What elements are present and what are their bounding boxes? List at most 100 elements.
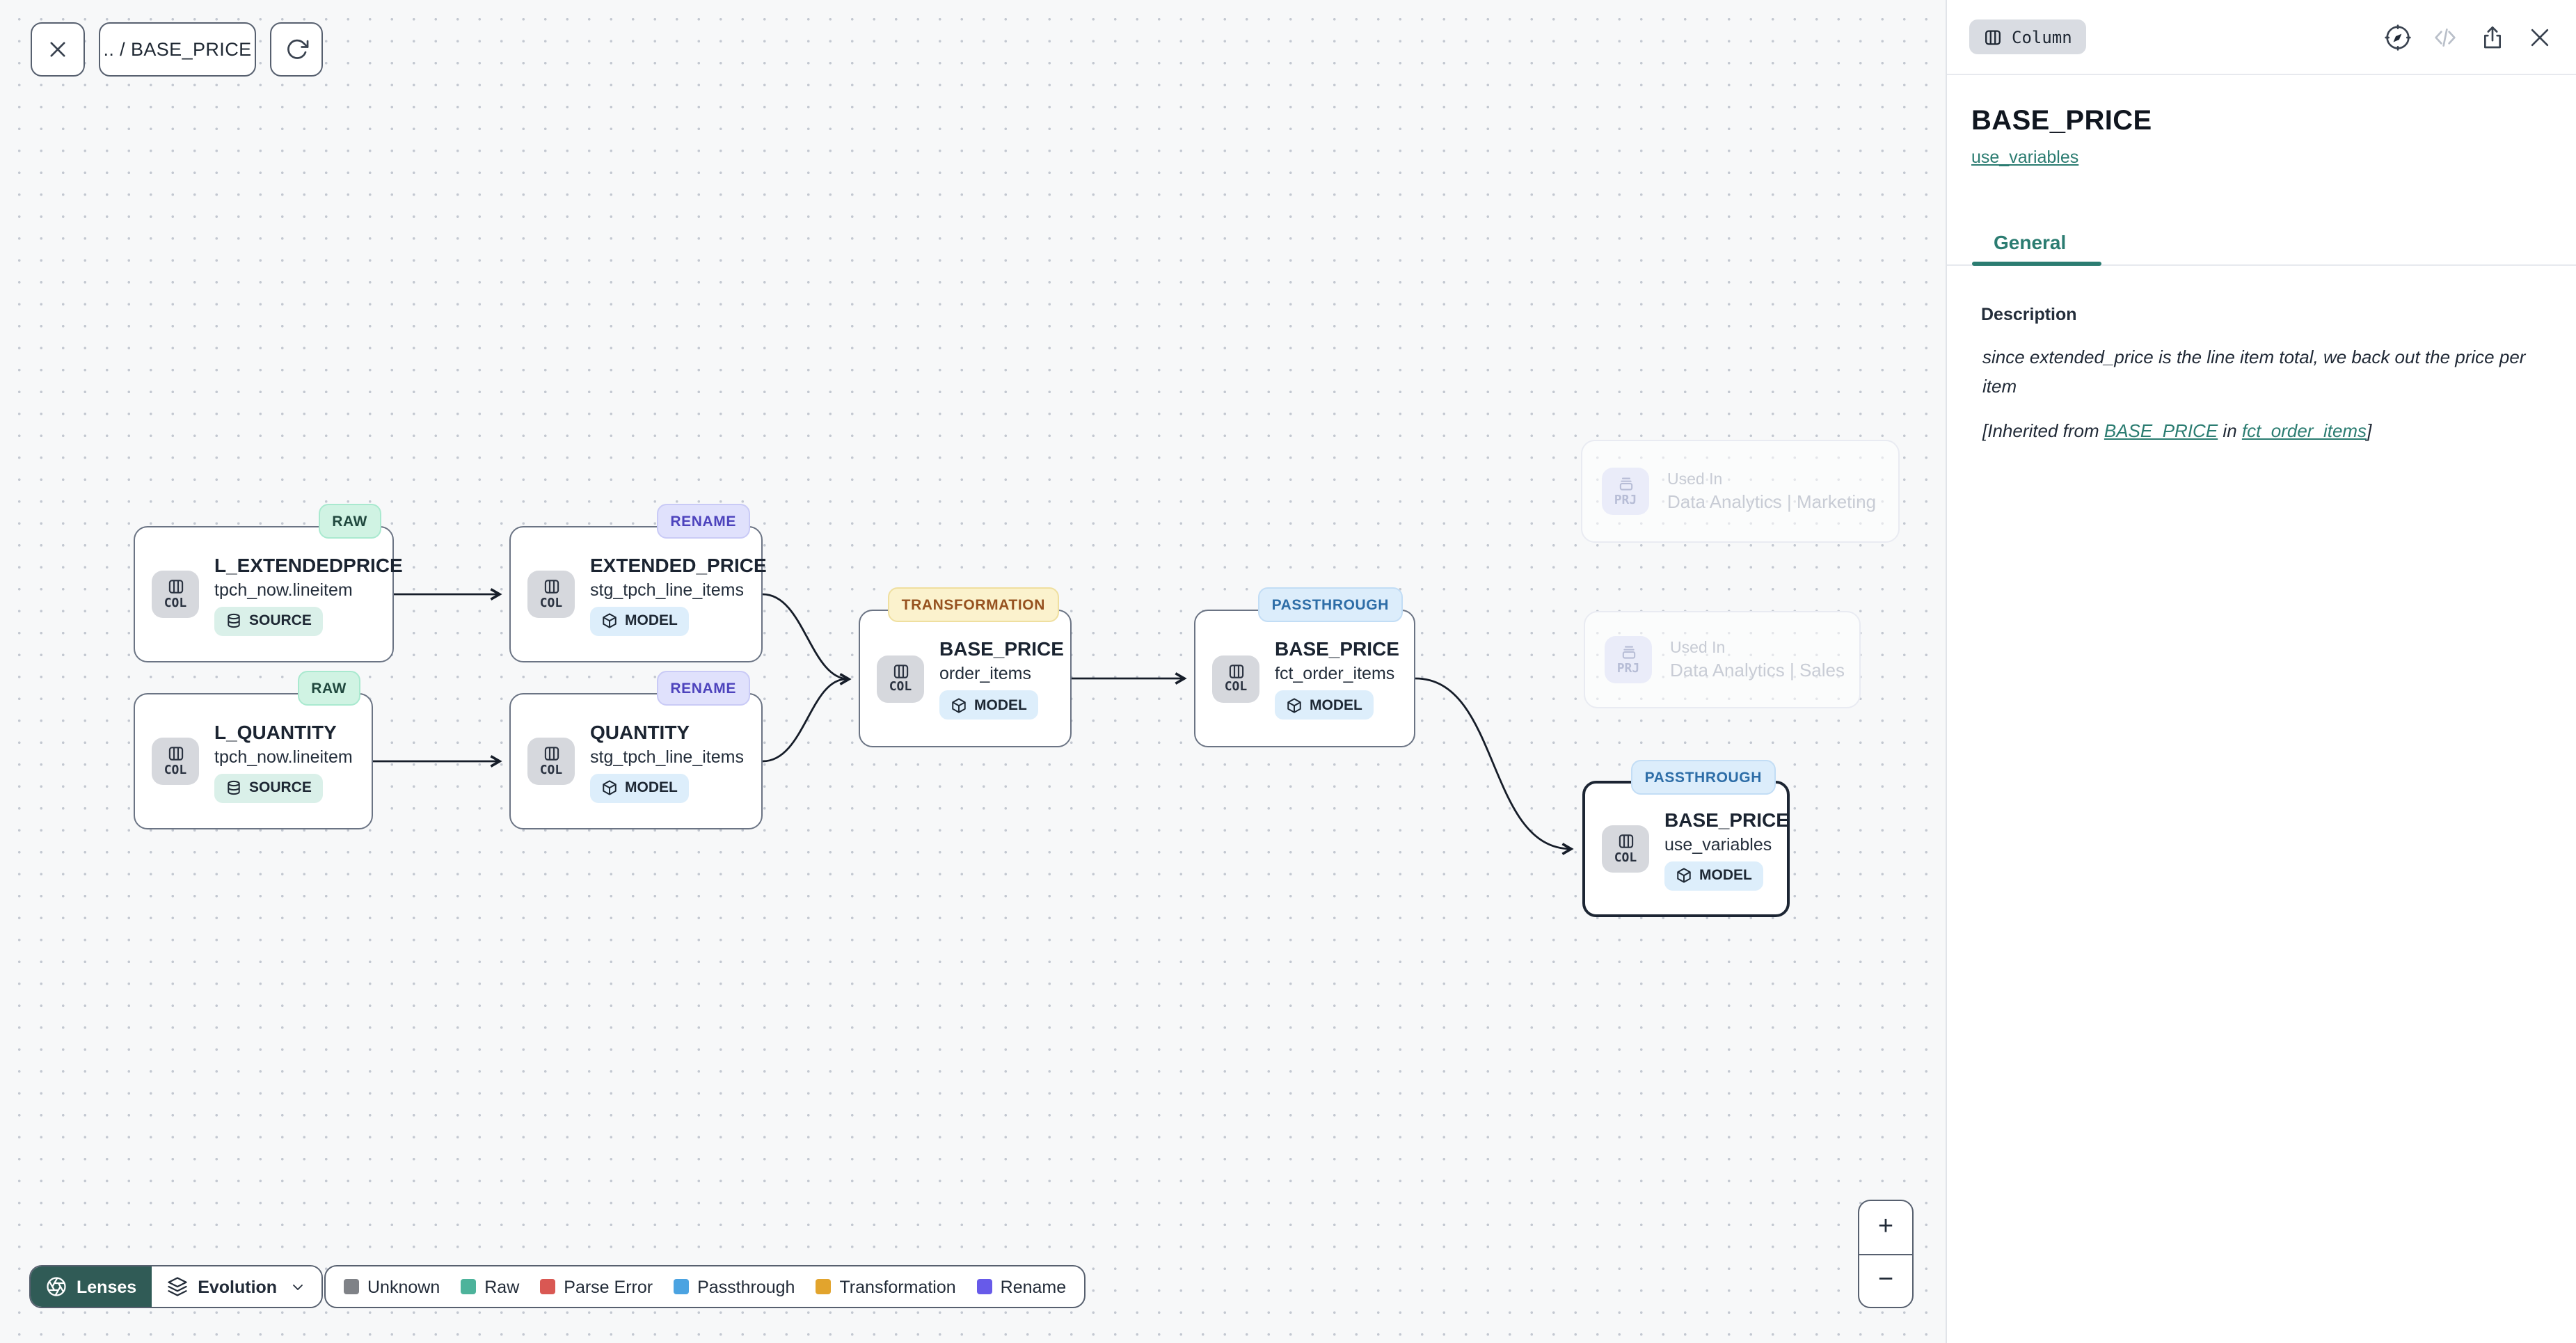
tag-label: MODEL [1699, 867, 1752, 884]
legend-swatch [816, 1279, 832, 1294]
node-title: QUANTITY [590, 720, 690, 742]
legend-label: Transformation [839, 1277, 956, 1296]
cube-icon [1676, 867, 1692, 884]
used-in-card-sales[interactable]: PRJ Used In Data Analytics | Sales [1584, 611, 1861, 708]
inherited-column-link[interactable]: BASE_PRICE [2104, 420, 2218, 441]
legend-item: Transformation [816, 1277, 956, 1296]
lens-badge: PASSTHROUGH [1257, 587, 1403, 622]
lineage-canvas[interactable]: .. / BASE_PRICE RAW COL L_EXTENDEDPRICE … [0, 0, 1945, 1343]
node-subtitle: use_variables [1664, 834, 1772, 854]
lens-badge: RENAME [656, 504, 750, 539]
legend-item: Rename [976, 1277, 1066, 1296]
legend-swatch [674, 1279, 690, 1294]
kind-label: COL [1224, 681, 1248, 695]
node-l-extendedprice[interactable]: RAW COL L_EXTENDEDPRICE tpch_now.lineite… [134, 504, 403, 662]
node-quantity[interactable]: RENAME COL QUANTITY stg_tpch_line_items … [509, 671, 763, 829]
columns-icon [542, 578, 560, 596]
project-kind-box: PRJ [1602, 468, 1649, 515]
columns-icon [166, 578, 184, 596]
zoom-in-button[interactable]: + [1877, 1211, 1894, 1241]
node-subtitle: tpch_now.lineitem [214, 580, 353, 599]
description-heading: Description [1981, 305, 2077, 324]
close-lineage-button[interactable] [31, 22, 85, 77]
legend-item: Parse Error [540, 1277, 653, 1296]
inherited-suffix: ] [2367, 420, 2372, 441]
refresh-icon [287, 39, 308, 59]
node-title: L_QUANTITY [214, 720, 337, 742]
lenses-button[interactable]: Lenses [31, 1266, 152, 1307]
legend-swatch [344, 1279, 359, 1294]
compass-button[interactable] [2383, 22, 2412, 51]
inherited-model-link[interactable]: fct_order_items [2241, 420, 2367, 441]
project-trays-icon [1619, 644, 1637, 662]
node-subtitle: tpch_now.lineitem [214, 747, 353, 766]
aperture-icon [46, 1276, 67, 1297]
node-base-price-order-items[interactable]: TRANSFORMATION COL BASE_PRICE order_item… [859, 587, 1072, 747]
kind-label: COL [889, 681, 912, 695]
zoom-out-button[interactable]: − [1859, 1253, 1912, 1307]
lens-select-dropdown[interactable]: Evolution [152, 1266, 322, 1307]
used-in-card-marketing[interactable]: PRJ Used In Data Analytics | Marketing [1581, 440, 1900, 543]
node-title: BASE_PRICE [1275, 637, 1399, 660]
used-in-label: Used In [1667, 471, 1723, 488]
cube-icon [601, 779, 618, 796]
node-type-tag: MODEL [1275, 690, 1374, 720]
close-panel-button[interactable] [2525, 22, 2554, 51]
legend-swatch [976, 1279, 992, 1294]
used-in-name: Data Analytics | Sales [1670, 659, 1845, 680]
legend-label: Raw [484, 1277, 520, 1296]
tag-label: SOURCE [249, 779, 312, 796]
columns-icon [891, 662, 909, 681]
tag-label: SOURCE [249, 612, 312, 629]
node-base-price-use-variables[interactable]: PASSTHROUGH COL BASE_PRICE use_variables… [1582, 760, 1790, 917]
node-subtitle: order_items [939, 664, 1031, 683]
node-subtitle: fct_order_items [1275, 664, 1395, 683]
inherited-note: [Inherited from BASE_PRICE in fct_order_… [1982, 420, 2371, 441]
view-code-button[interactable] [2430, 22, 2459, 51]
node-subtitle: stg_tpch_line_items [590, 747, 744, 766]
kind-label: COL [539, 763, 563, 778]
lens-legend: Unknown Raw Parse Error Passthrough Tran… [324, 1265, 1086, 1308]
edge [762, 593, 852, 685]
node-subtitle: stg_tpch_line_items [590, 580, 744, 599]
lens-badge: RENAME [656, 671, 750, 706]
layers-icon [168, 1277, 187, 1296]
columns-icon [166, 745, 184, 763]
node-base-price-fct-order-items[interactable]: PASSTHROUGH COL BASE_PRICE fct_order_ite… [1194, 587, 1415, 747]
model-link[interactable]: use_variables [1971, 148, 2079, 167]
kind-label: COL [539, 596, 563, 611]
entity-type-label: Column [2012, 27, 2072, 47]
details-panel: Column [1945, 0, 2576, 1343]
lens-badge: TRANSFORMATION [887, 587, 1059, 622]
edge [762, 678, 847, 763]
kind-label: PRJ [1616, 662, 1640, 676]
legend-swatch [540, 1279, 556, 1294]
node-extended-price[interactable]: RENAME COL EXTENDED_PRICE stg_tpch_line_… [509, 504, 767, 662]
breadcrumb[interactable]: .. / BASE_PRICE [99, 22, 256, 77]
node-type-tag: MODEL [590, 773, 689, 802]
share-button[interactable] [2477, 22, 2506, 51]
inherited-infix: in [2218, 420, 2242, 441]
legend-label: Passthrough [697, 1277, 795, 1296]
share-icon [2483, 26, 2500, 48]
cube-icon [951, 697, 967, 713]
inherited-prefix: [Inherited from [1982, 420, 2104, 441]
column-kind-box: COL [527, 571, 575, 618]
edge [1415, 677, 1574, 855]
tag-label: MODEL [625, 779, 678, 796]
legend-swatch [461, 1279, 477, 1294]
refresh-button[interactable] [270, 22, 323, 77]
kind-label: PRJ [1614, 493, 1637, 508]
kind-label: COL [164, 596, 187, 611]
lens-badge: PASSTHROUGH [1630, 760, 1776, 795]
lenses-label: Lenses [77, 1277, 137, 1296]
tag-label: MODEL [1310, 697, 1362, 713]
close-icon [2530, 28, 2548, 46]
node-l-quantity[interactable]: RAW COL L_QUANTITY tpch_now.lineitem SOU… [134, 671, 373, 829]
columns-icon [1227, 662, 1245, 681]
close-icon [50, 42, 65, 57]
cube-icon [1286, 697, 1303, 713]
columns-icon [1982, 27, 2002, 47]
tab-general[interactable]: General [1994, 231, 2067, 253]
used-in-name: Data Analytics | Marketing [1667, 491, 1877, 511]
